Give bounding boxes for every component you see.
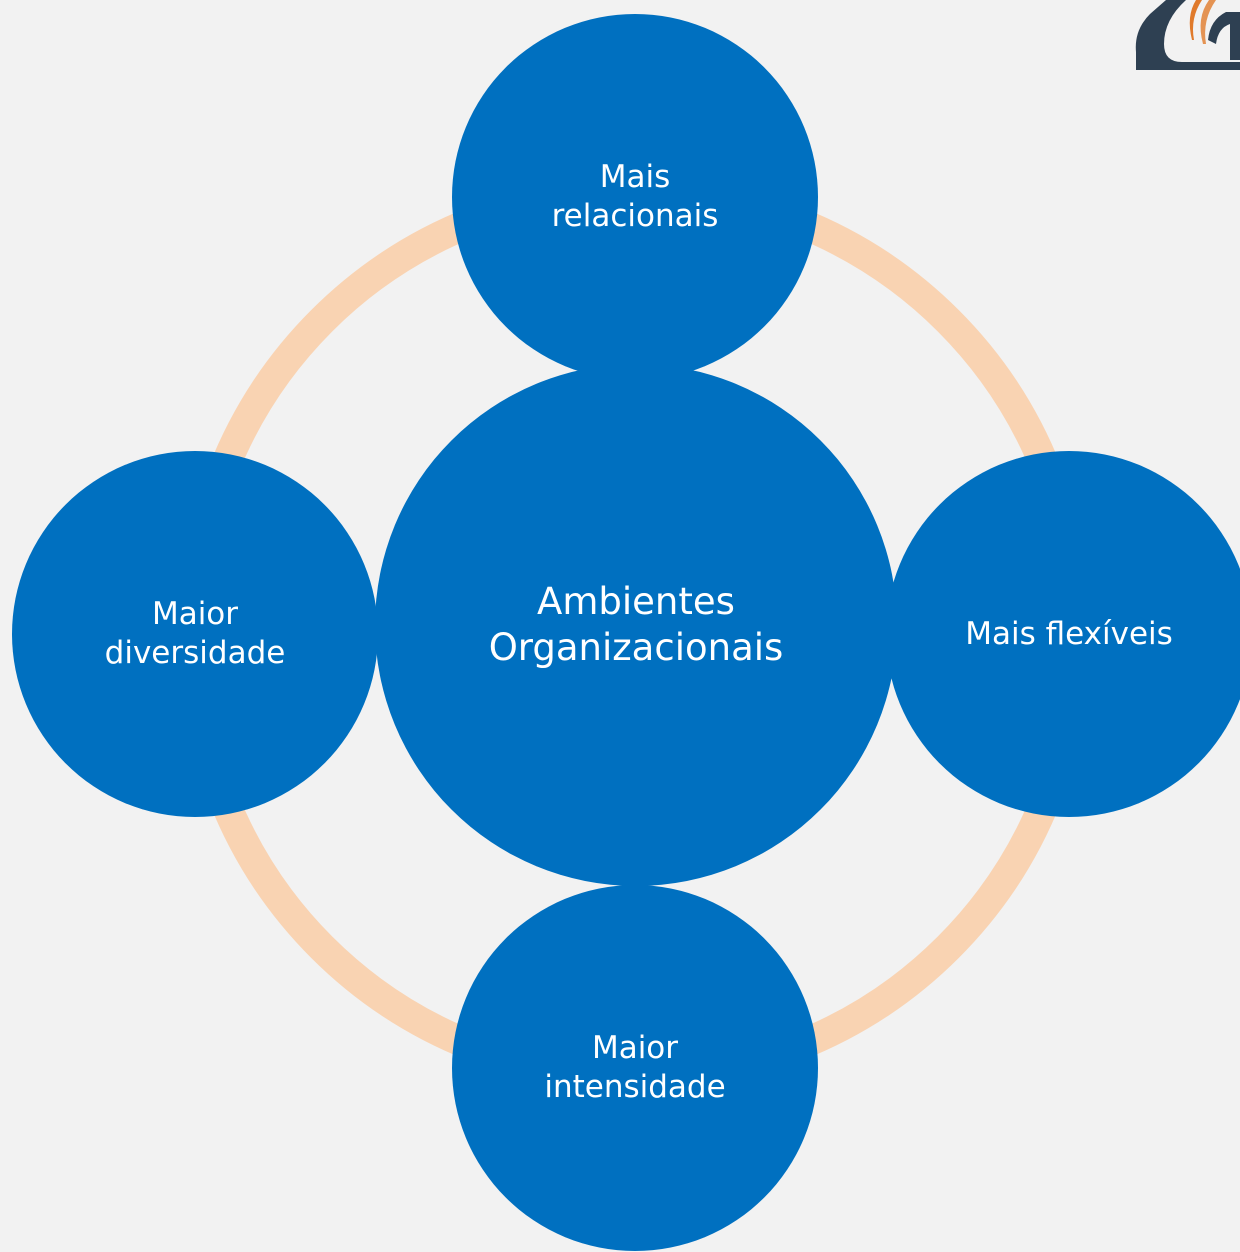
node-bottom: Maior intensidade [452,885,818,1251]
logo-icon [1135,0,1240,70]
center-node-label: Ambientes Organizacionais [488,579,784,669]
node-left-label: Maior diversidade [104,596,286,671]
node-right-label: Mais flexíveis [965,615,1173,652]
node-top: Mais relacionais [452,14,818,380]
node-bottom-label: Maior intensidade [544,1030,726,1105]
center-node: Ambientes Organizacionais [375,364,897,886]
node-right: Mais flexíveis [886,451,1240,817]
node-left: Maior diversidade [12,451,378,817]
node-top-label: Mais relacionais [551,159,719,234]
